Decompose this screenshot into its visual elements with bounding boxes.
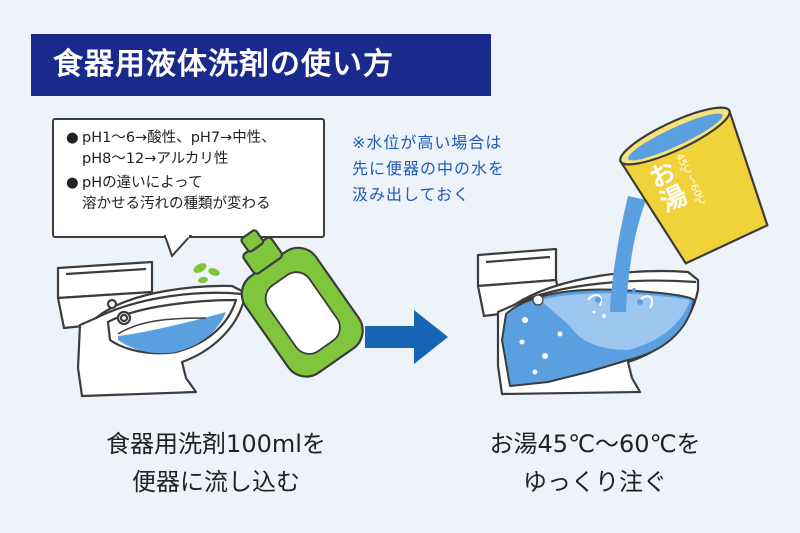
caption-step-2-line-2: ゆっくり注ぐ	[523, 468, 667, 496]
page-title: 食器用液体洗剤の使い方	[31, 34, 491, 96]
caption-step-2: お湯45℃〜60℃を ゆっくり注ぐ	[430, 425, 760, 501]
hot-water-stream-icon	[595, 196, 646, 312]
bubble-item-dirt: ● pHの違いによって 溶かせる汚れの種類が変わる	[66, 173, 311, 215]
toilet-left-icon	[56, 260, 246, 398]
bubble-text-dirt-1: pHの違いによって	[82, 175, 203, 191]
bubble-text-ph-2: pH8〜12→アルカリ性	[82, 151, 229, 167]
bubble-text-ph-1: pH1〜6→酸性、pH7→中性、	[82, 130, 276, 146]
bubble-item-ph: ● pH1〜6→酸性、pH7→中性、 pH8〜12→アルカリ性	[66, 128, 311, 170]
bubble-tail	[163, 234, 193, 258]
water-level-note: ※水位が高い場合は 先に便器の中の水を 汲み出しておく	[352, 130, 505, 208]
detergent-drops-icon	[193, 263, 220, 284]
caption-step-1: 食器用洗剤100mlを 便器に流し込む	[56, 425, 376, 501]
step-arrow-icon	[365, 310, 448, 364]
toilet-right-icon	[476, 247, 700, 396]
bubble-text-dirt-2: 溶かせる汚れの種類が変わる	[82, 196, 271, 212]
note-line-3: 汲み出しておく	[352, 185, 471, 204]
note-line-2: 先に便器の中の水を	[352, 159, 506, 178]
bullet-icon: ●	[66, 130, 79, 146]
detergent-bottle-icon	[240, 229, 364, 378]
caption-step-1-line-1: 食器用洗剤100mlを	[106, 430, 326, 458]
bullet-icon: ●	[66, 175, 79, 191]
hot-water-bucket-icon	[618, 106, 769, 265]
info-bubble: ● pH1〜6→酸性、pH7→中性、 pH8〜12→アルカリ性 ● pHの違いに…	[52, 118, 325, 238]
caption-step-1-line-2: 便器に流し込む	[132, 468, 300, 496]
caption-step-2-line-1: お湯45℃〜60℃を	[489, 430, 701, 458]
note-line-1: ※水位が高い場合は	[352, 133, 503, 152]
